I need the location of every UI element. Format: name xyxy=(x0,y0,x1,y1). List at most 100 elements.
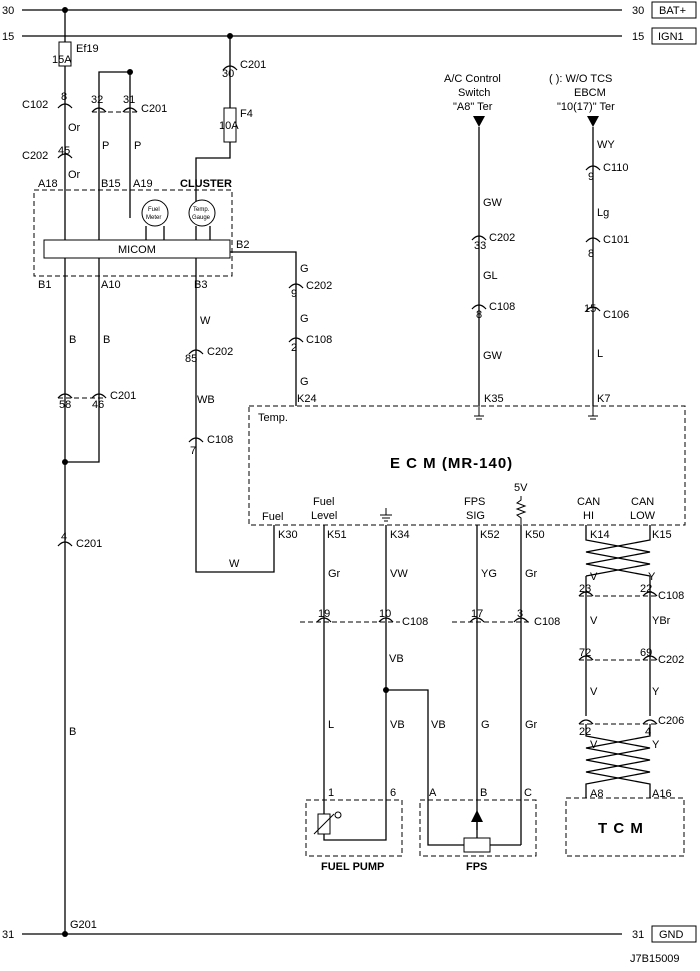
p-wires: 32 31 C201 P P xyxy=(91,69,167,240)
cluster-title: CLUSTER xyxy=(180,178,232,190)
ecm-pin-k34: K34 xyxy=(390,529,410,541)
ign-rail-num-left: 15 xyxy=(2,31,14,43)
wire-gw-2: GW xyxy=(483,350,503,362)
wire-gw-1: GW xyxy=(483,197,503,209)
wire-b-1: B xyxy=(69,334,76,346)
c201-pin46: 46 xyxy=(92,399,104,411)
fps-pin-c: C xyxy=(524,787,532,799)
gnd-rail-num-right: 31 xyxy=(632,929,644,941)
can-pin22b: 22 xyxy=(579,726,591,738)
can-pin4: 4 xyxy=(645,726,651,738)
ac-line1: A/C Control xyxy=(444,73,501,85)
c201-low-label: C201 xyxy=(76,538,102,550)
bat-rail-label: BAT+ xyxy=(659,5,686,17)
ecm-5v: 5V xyxy=(514,482,528,494)
ecm-can-low-1: CAN xyxy=(631,496,654,508)
f4-label: F4 xyxy=(240,108,253,120)
c108-fp-pin10: 10 xyxy=(379,608,391,620)
c106-pin: 15 xyxy=(584,303,596,315)
ac-switch-circuit: A/C Control Switch "A8" Ter GW 33 C202 G… xyxy=(444,73,515,406)
gnd-rail-num-left: 31 xyxy=(2,929,14,941)
cluster-pin-a10: A10 xyxy=(101,279,121,291)
fuel-pump-pin1: 1 xyxy=(328,787,334,799)
fps-pin-a: A xyxy=(429,787,437,799)
ecm-k7-ground-icon xyxy=(588,406,598,420)
c202-connector-icon xyxy=(57,153,73,159)
can-wire-v-1: V xyxy=(590,571,598,583)
ecm-can-low-2: LOW xyxy=(630,510,656,522)
micom-box xyxy=(43,239,231,259)
ecm-pin-k35: K35 xyxy=(484,393,504,405)
can-pin69: 69 xyxy=(640,647,652,659)
ground-g201: G201 xyxy=(70,919,97,931)
can-c108-label: C108 xyxy=(658,590,684,602)
tcm-pin-a8: A8 xyxy=(590,788,603,800)
c101-pin: 8 xyxy=(588,248,594,260)
ac-terminal-icon xyxy=(473,116,485,127)
ebcm-line2: EBCM xyxy=(574,87,606,99)
ign-rail: 15 15 IGN1 xyxy=(2,27,697,45)
c108-fps-pin3: 3 xyxy=(517,608,523,620)
can-c202-label: C202 xyxy=(658,654,684,666)
c106-label: C106 xyxy=(603,309,629,321)
fuel-meter-icon xyxy=(141,199,169,227)
c108-g-pin: 2 xyxy=(291,342,297,354)
tcm-pin-a16: A16 xyxy=(652,788,672,800)
ecm-fps-sig-1: FPS xyxy=(464,496,485,508)
can-wire-v-3: V xyxy=(590,686,598,698)
bat-rail: 30 30 BAT+ xyxy=(2,1,697,19)
ef19-rating: 15A xyxy=(52,54,72,66)
ecm-pin-k7: K7 xyxy=(597,393,610,405)
fps-title: FPS xyxy=(466,861,487,873)
wire-g-3: G xyxy=(300,376,309,388)
ecm-ground-icon xyxy=(380,508,392,522)
can-wire-v-2: V xyxy=(590,615,598,627)
wire-vb-3: VB xyxy=(431,719,446,731)
ecm-pin-k51: K51 xyxy=(327,529,347,541)
ecm-pin-k52: K52 xyxy=(480,529,500,541)
wire-or-1: Or xyxy=(68,122,81,134)
wire-g-fps: G xyxy=(481,719,490,731)
wire-b-3: B xyxy=(69,726,76,738)
cluster-pin-b3: B3 xyxy=(194,279,207,291)
can-pin23: 23 xyxy=(579,583,591,595)
wire-vb-2: VB xyxy=(390,719,405,731)
wire-vb-1: VB xyxy=(389,653,404,665)
ecm-k35-ground-icon xyxy=(474,406,484,420)
wire-or-2: Or xyxy=(68,169,81,181)
c201-top-pin: 30 xyxy=(222,68,234,80)
wire-w-2: W xyxy=(229,558,240,570)
temp-gauge-label-1: Temp. xyxy=(193,207,210,213)
temp-gauge-label-2: Gauge xyxy=(192,215,211,221)
c202-top-pin: 45 xyxy=(58,145,70,157)
c201-pin58: 58 xyxy=(59,399,71,411)
fps-pin-b: B xyxy=(480,787,487,799)
cluster-pin-a19: A19 xyxy=(133,178,153,190)
c108-ac-label: C108 xyxy=(489,301,515,313)
fuel-meter-label-1: Fuel xyxy=(148,207,160,213)
wire-gr-2: Gr xyxy=(525,568,538,580)
can-c206-label: C206 xyxy=(658,715,684,727)
c202-ac-label: C202 xyxy=(489,232,515,244)
wire-p-2: P xyxy=(134,140,141,152)
c202-ac-pin: 33 xyxy=(474,240,486,252)
micom-label: MICOM xyxy=(118,244,156,256)
cluster-pin-b2: B2 xyxy=(236,239,249,251)
wire-wy: WY xyxy=(597,139,615,151)
ac-line2: Switch xyxy=(458,87,490,99)
c102-connector-icon xyxy=(57,103,73,109)
tcm-title: T C M xyxy=(598,820,644,837)
c201-top-label: C201 xyxy=(240,59,266,71)
cluster: CLUSTER A18 B15 A19 Fuel Meter Temp. Gau… xyxy=(33,178,249,291)
b-ground-wires: B B 58 46 C201 4 C201 B G201 xyxy=(57,258,136,937)
cluster-pin-b15: B15 xyxy=(101,178,121,190)
wire-g-2: G xyxy=(300,313,309,325)
c101-label: C101 xyxy=(603,234,629,246)
fps-arrow-icon xyxy=(471,810,483,822)
ecm-can-hi-2: HI xyxy=(583,510,594,522)
c108-fps-pin17: 17 xyxy=(471,608,483,620)
c201-low-pin: 4 xyxy=(61,531,67,543)
can-wire-ybr: YBr xyxy=(652,615,671,627)
ebcm-circuit: ( ): W/O TCS EBCM "10(17)" Ter WY 9 C110… xyxy=(549,73,629,406)
